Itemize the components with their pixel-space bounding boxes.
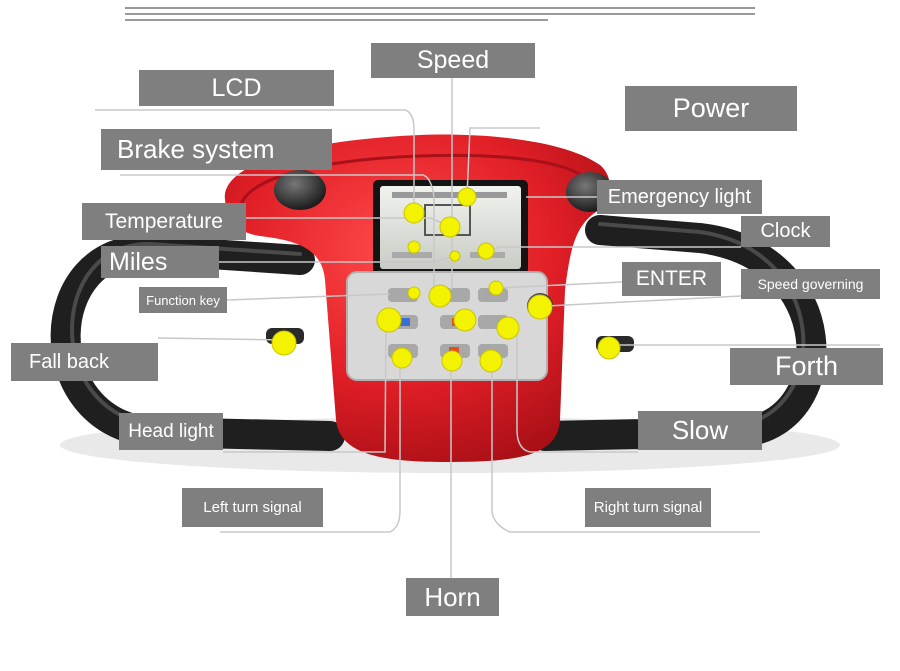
marker-forth (597, 336, 621, 360)
marker-clock (477, 242, 495, 260)
label-lcd: LCD (139, 70, 334, 106)
marker-slow (496, 316, 520, 340)
marker-lcd (403, 202, 425, 224)
marker-speed-governing (527, 294, 553, 320)
label-clock: Clock (741, 216, 830, 247)
label-left-turn-signal: Left turn signal (182, 488, 323, 527)
marker-power (457, 187, 477, 207)
callout-markers (271, 187, 621, 373)
label-fall-back: Fall back (11, 343, 158, 381)
marker-head-light (376, 307, 402, 333)
label-function-key: Function key (139, 287, 227, 313)
marker-left-turn (391, 347, 413, 369)
marker-temperature (439, 216, 461, 238)
marker-brake (453, 308, 477, 332)
marker-horn (441, 350, 463, 372)
label-speed-governing: Speed governing (741, 269, 880, 299)
marker-miles (407, 240, 421, 254)
label-head-light: Head light (119, 413, 223, 450)
marker-fall-back (271, 330, 297, 356)
marker-misc (449, 250, 461, 262)
label-enter: ENTER (622, 262, 721, 296)
header-rules (125, 7, 755, 21)
marker-right-turn (479, 349, 503, 373)
console-trim (238, 153, 592, 209)
label-speed: Speed (371, 43, 535, 78)
label-horn: Horn (406, 578, 499, 616)
label-slow: Slow (638, 411, 762, 450)
label-emergency-light: Emergency light (597, 180, 762, 214)
label-miles: Miles (101, 246, 219, 278)
marker-enter (488, 280, 504, 296)
label-forth: Forth (730, 348, 883, 385)
label-temperature: Temperature (82, 203, 246, 240)
label-brake-system: Brake system (101, 129, 332, 170)
marker-speed (428, 284, 452, 308)
label-power: Power (625, 86, 797, 131)
marker-function-key (407, 286, 421, 300)
label-right-turn-signal: Right turn signal (585, 488, 711, 527)
